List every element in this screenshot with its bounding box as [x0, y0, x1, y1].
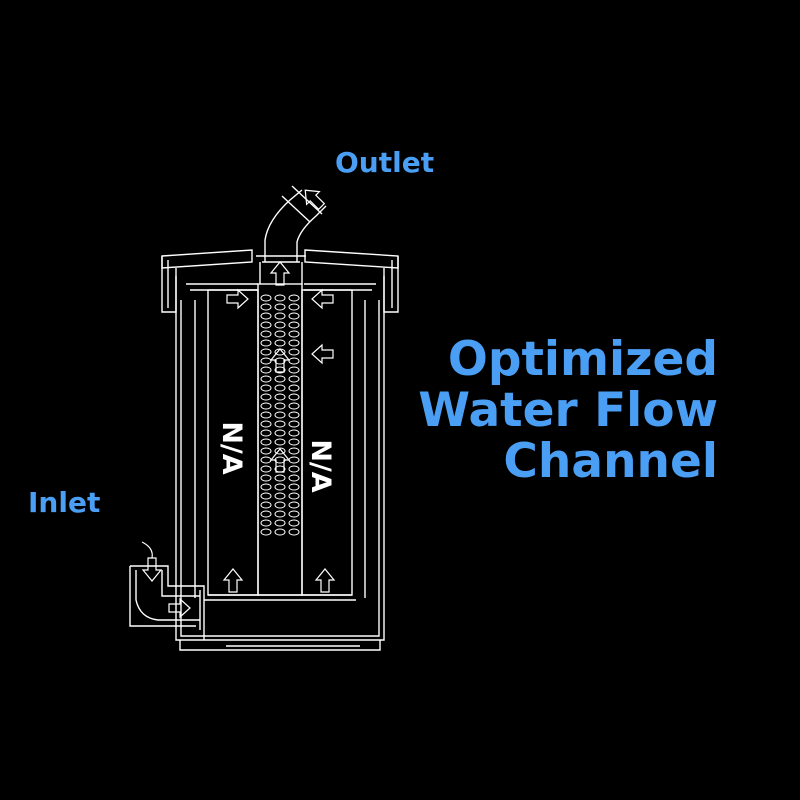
perforation-slot: [274, 519, 286, 527]
perforation-slot: [260, 528, 272, 536]
perforation-slot: [260, 393, 272, 401]
perforation-slot: [274, 393, 286, 401]
outlet-label: Outlet: [335, 146, 435, 179]
perforation-slot: [288, 393, 300, 401]
perforation-slot: [274, 366, 286, 374]
perforation-slot: [288, 483, 300, 491]
perforation-slot: [260, 519, 272, 527]
perforation-slot: [288, 384, 300, 392]
perforation-slot: [260, 510, 272, 518]
perforation-slot: [288, 519, 300, 527]
perforation-slot: [274, 501, 286, 509]
perforation-slot: [260, 465, 272, 473]
perforation-slot: [288, 438, 300, 446]
perforation-slot: [274, 420, 286, 428]
perforation-slot: [260, 501, 272, 509]
perforation-slot: [274, 483, 286, 491]
perforation-slot: [288, 357, 300, 365]
perforation-slot: [274, 312, 286, 320]
perforation-slot: [288, 420, 300, 428]
perforation-slot: [274, 528, 286, 536]
perforation-slot: [288, 366, 300, 374]
perforation-slot: [274, 438, 286, 446]
headline-line-2: Water Flow: [418, 383, 718, 438]
headline: Optimized Water Flow Channel: [418, 334, 718, 487]
perforation-slot: [288, 312, 300, 320]
perforation-slot: [288, 330, 300, 338]
flow-arrow-icon: [141, 183, 335, 618]
perforation-slot: [274, 384, 286, 392]
perforation-slot: [260, 429, 272, 437]
perforation-slot: [288, 447, 300, 455]
perforation-slot: [288, 321, 300, 329]
headline-line-1: Optimized: [447, 332, 718, 387]
perforation-slot: [274, 429, 286, 437]
perforation-slot: [260, 312, 272, 320]
perforation-slot: [288, 474, 300, 482]
headline-line-3: Channel: [503, 434, 718, 489]
perforation-slot: [288, 528, 300, 536]
perforation-slot: [274, 411, 286, 419]
perforation-slot: [288, 429, 300, 437]
perforation-slot: [260, 492, 272, 500]
perforation-slot: [274, 474, 286, 482]
perforation-slot: [288, 339, 300, 347]
perforation-slot: [260, 384, 272, 392]
perforation-slot: [260, 330, 272, 338]
perforation-slot: [260, 411, 272, 419]
perforation-slot: [288, 456, 300, 464]
media-label-right: N/A: [305, 439, 336, 492]
inlet-label: Inlet: [28, 486, 101, 519]
perforation-slot: [260, 339, 272, 347]
perforation-slot: [274, 402, 286, 410]
perforation-slot: [274, 294, 286, 302]
perforation-slot: [274, 321, 286, 329]
perforation-slot: [274, 330, 286, 338]
perforation-slot: [260, 321, 272, 329]
perforation-slot: [288, 375, 300, 383]
perforation-slot: [274, 492, 286, 500]
perforation-slot: [260, 375, 272, 383]
perforation-slot: [274, 375, 286, 383]
center-tube-perforations: [260, 294, 300, 536]
perforation-slot: [260, 303, 272, 311]
perforation-slot: [260, 294, 272, 302]
perforation-slot: [288, 402, 300, 410]
perforation-slot: [260, 348, 272, 356]
perforation-slot: [260, 438, 272, 446]
perforation-slot: [288, 510, 300, 518]
perforation-slot: [260, 456, 272, 464]
perforation-slot: [288, 294, 300, 302]
perforation-slot: [288, 348, 300, 356]
perforation-slot: [260, 474, 272, 482]
perforation-slot: [274, 303, 286, 311]
perforation-slot: [288, 492, 300, 500]
perforation-slot: [274, 339, 286, 347]
canister-outline: [129, 185, 399, 651]
perforation-slot: [260, 447, 272, 455]
media-label-left: N/A: [216, 421, 247, 474]
perforation-slot: [274, 357, 286, 365]
perforation-slot: [260, 483, 272, 491]
perforation-slot: [288, 501, 300, 509]
perforation-slot: [260, 357, 272, 365]
perforation-slot: [288, 303, 300, 311]
perforation-slot: [288, 465, 300, 473]
perforation-slot: [260, 366, 272, 374]
perforation-slot: [288, 411, 300, 419]
perforation-slot: [274, 447, 286, 455]
perforation-slot: [260, 420, 272, 428]
perforation-slot: [274, 510, 286, 518]
perforation-slot: [260, 402, 272, 410]
